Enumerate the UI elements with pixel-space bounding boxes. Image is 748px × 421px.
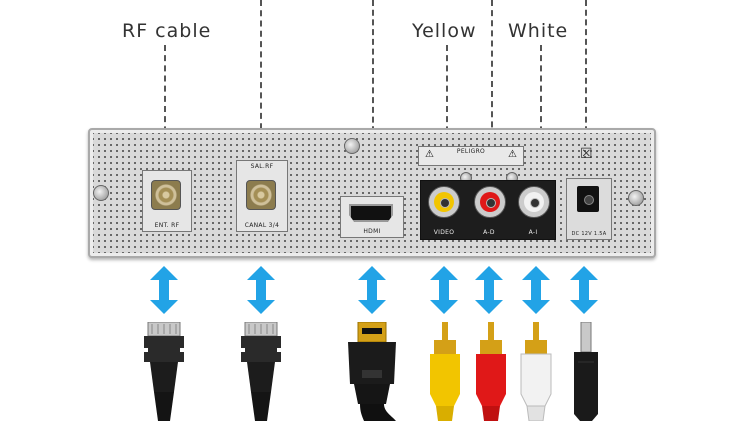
screw-left	[93, 185, 109, 201]
double-arrow-icon	[430, 266, 458, 314]
double-arrow-icon	[358, 266, 386, 314]
warning-triangle-icon: ⚠	[425, 149, 434, 160]
audio-right-rca-jack[interactable]	[474, 186, 506, 218]
canal-label: CANAL 3/4	[244, 222, 280, 229]
audio-right-label: A-D	[483, 229, 495, 236]
leader-line-white	[540, 45, 542, 173]
leader-line-sal-rf	[260, 0, 262, 160]
peligro-label: PELIGRO	[456, 148, 486, 155]
rf-cable-plug	[144, 322, 184, 421]
hdmi-cable-plug	[348, 322, 396, 421]
yellow-rca-plug	[430, 322, 460, 421]
recycle-bin-icon: ☒	[580, 146, 593, 162]
dc-power-jack[interactable]	[577, 186, 599, 212]
leader-line-red	[491, 0, 493, 178]
video-label: VIDEO	[433, 229, 455, 236]
white-rca-plug	[520, 322, 552, 421]
audio-left-rca-jack[interactable]	[518, 186, 550, 218]
leader-line-rf-cable	[164, 45, 166, 173]
ent-rf-label: ENT. RF	[154, 222, 180, 229]
leader-line-hdmi	[372, 0, 374, 142]
screw-right	[628, 190, 644, 206]
dc-power-plug	[574, 322, 598, 421]
yellow-label: Yellow	[412, 20, 477, 42]
hdmi-port[interactable]	[349, 204, 393, 222]
leader-line-power	[585, 0, 587, 142]
double-arrow-icon	[475, 266, 503, 314]
red-rca-plug	[476, 322, 506, 421]
leader-line-yellow	[446, 45, 448, 173]
screw-top-center	[344, 138, 360, 154]
sal-rf-connector[interactable]	[246, 180, 276, 210]
hdmi-label: HDMI	[363, 228, 381, 235]
rf-cable-plug	[241, 322, 281, 421]
audio-left-label: A-I	[528, 229, 538, 236]
power-label: DC 12V 1.5A	[571, 231, 607, 237]
white-label: White	[508, 20, 569, 42]
double-arrow-icon	[570, 266, 598, 314]
sal-rf-label: SAL.RF	[250, 163, 274, 170]
warning-triangle-icon: ⚠	[508, 149, 517, 160]
video-rca-jack[interactable]	[428, 186, 460, 218]
double-arrow-icon	[150, 266, 178, 314]
double-arrow-icon	[522, 266, 550, 314]
rf-cable-label: RF cable	[122, 20, 212, 42]
ent-rf-connector[interactable]	[151, 180, 181, 210]
double-arrow-icon	[247, 266, 275, 314]
warning-plate: PELIGRO ⚠ ⚠	[418, 146, 524, 166]
